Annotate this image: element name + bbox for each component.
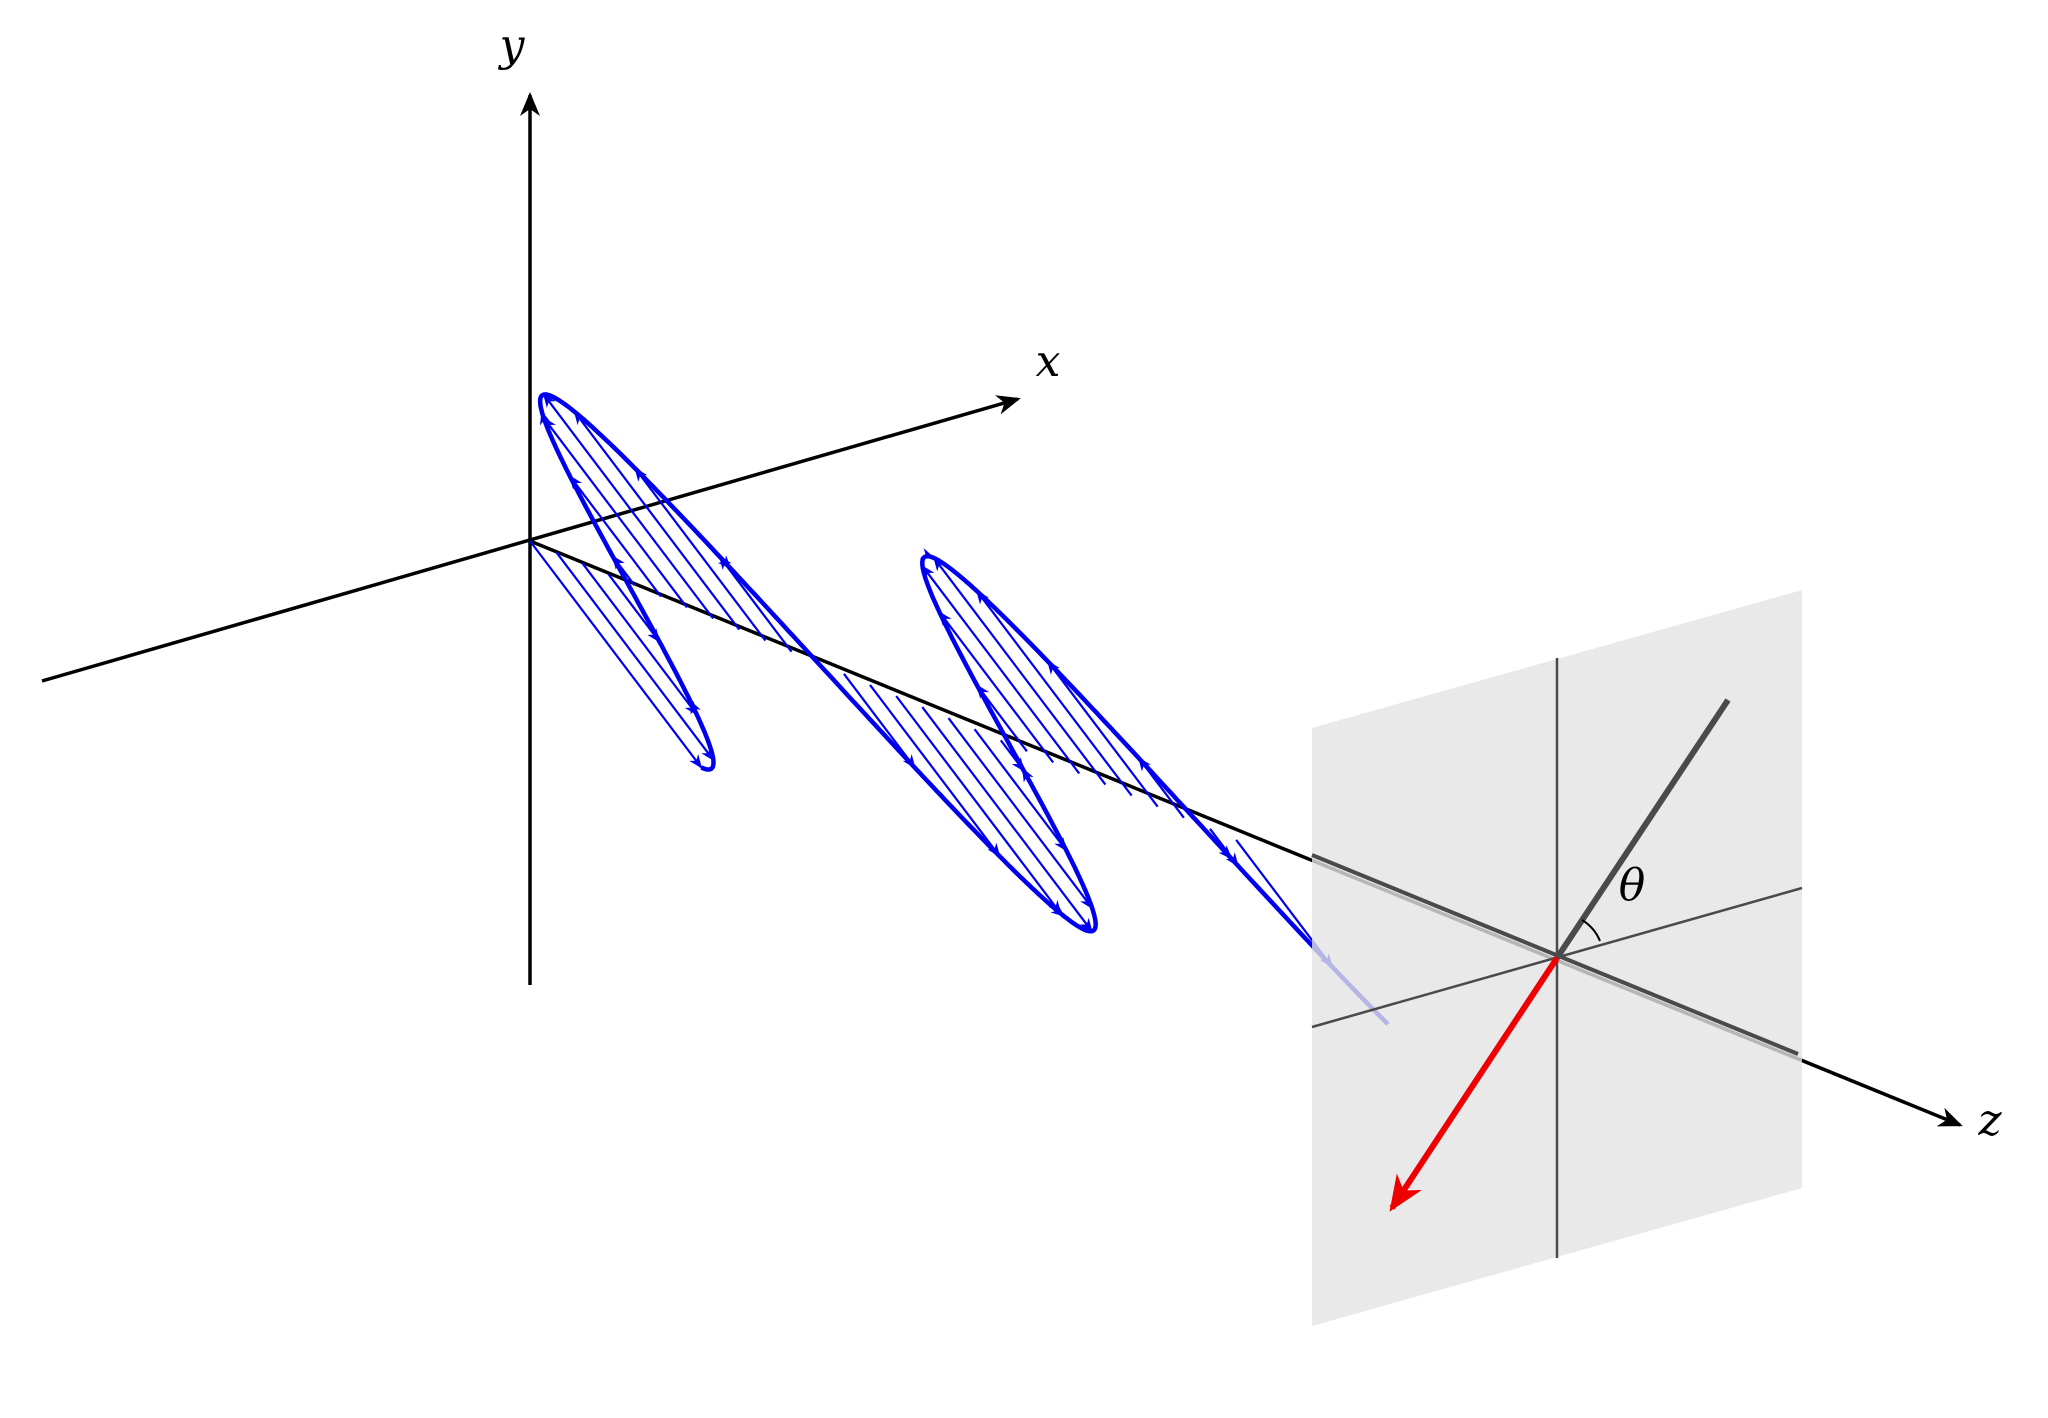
field-vector-arrow (542, 393, 714, 620)
field-vector-arrow (543, 417, 688, 609)
field-vector-arrow (921, 565, 1081, 775)
field-vectors (529, 393, 1333, 968)
angle-arc (1581, 919, 1601, 942)
wave-direction-arrow (539, 410, 551, 426)
x-axis (41, 395, 1021, 683)
field-vector-arrow (634, 467, 767, 642)
wave-direction-arrow (1020, 767, 1034, 783)
polarization-axis (1554, 698, 1731, 960)
wave-direction-arrow (717, 555, 732, 570)
field-vector-arrow (976, 589, 1133, 797)
wave-direction-arrow (1218, 844, 1233, 860)
x-axis-label: x (1036, 336, 1061, 387)
field-vector-arrow (573, 410, 741, 631)
field-vector-arrow (581, 562, 698, 716)
z-axis-through-plane (1311, 853, 1799, 1056)
wave-direction-arrow (1050, 903, 1066, 918)
wave-direction-arrow (688, 699, 701, 715)
angle-label: θ (1619, 860, 1646, 911)
field-vector-arrow (947, 717, 1093, 910)
y-axis-label: y (498, 20, 526, 71)
wave-path (537, 392, 1390, 1026)
field-vector-arrow (938, 611, 1054, 764)
field-vector-arrow (921, 706, 1093, 933)
field-vector-arrow (869, 684, 1001, 858)
field-vector-arrow (895, 695, 1062, 915)
field-vector-arrow (973, 728, 1068, 852)
wave-direction-arrow (919, 548, 935, 560)
field-vector-arrow (1046, 660, 1159, 808)
field-vector-arrow (569, 475, 662, 598)
field-vector (1389, 956, 1560, 1212)
field-vector-group (1389, 956, 1560, 1212)
field-vector-arrow (933, 556, 1107, 786)
z-axis-label: z (1977, 1095, 2002, 1146)
wave-curve (537, 392, 1390, 1026)
field-vector-arrow (529, 540, 703, 769)
field-vector-arrow (555, 551, 715, 762)
